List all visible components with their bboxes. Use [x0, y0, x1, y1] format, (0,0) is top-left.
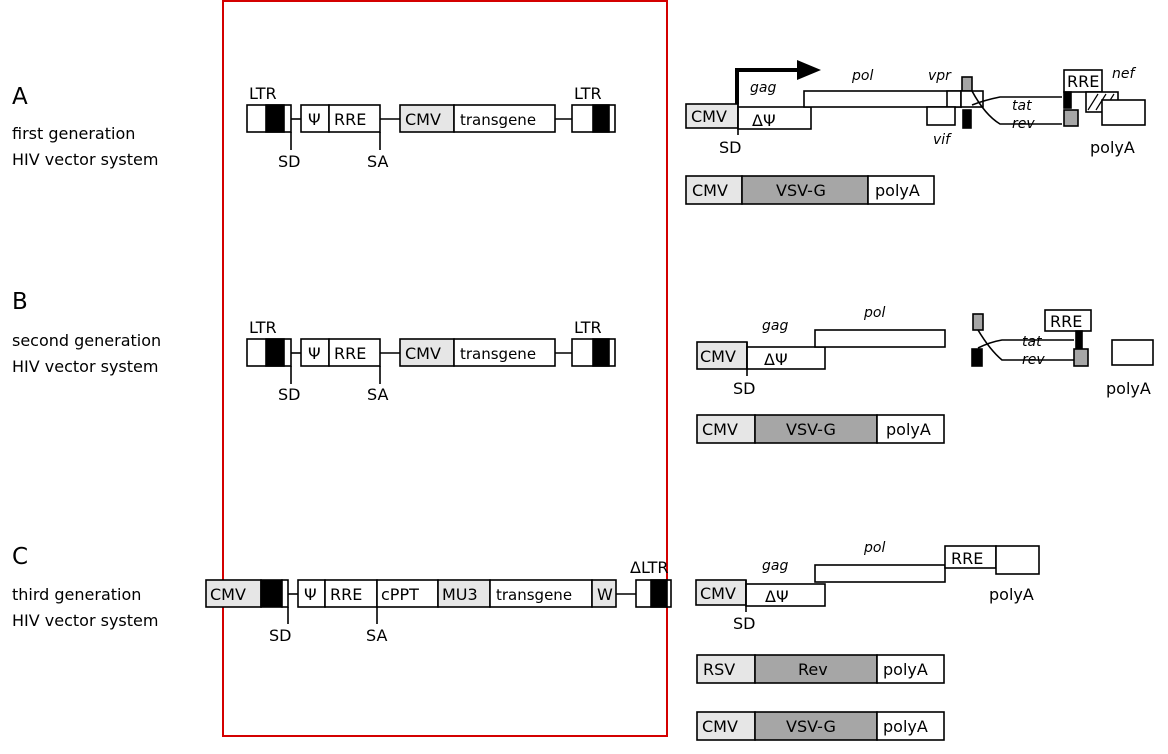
- svg-text:vif: vif: [933, 132, 952, 148]
- highlight-frame: [222, 0, 668, 737]
- svg-text:Ψ: Ψ: [304, 585, 317, 604]
- svg-text:LTR: LTR: [574, 84, 602, 103]
- C-transfer-vector: CMV Ψ RRE cPPT MU3 transgene W ΔLTR SD S…: [205, 558, 672, 645]
- svg-text:transgene: transgene: [460, 345, 536, 363]
- svg-text:pol: pol: [863, 305, 885, 321]
- svg-text:ΔΨ: ΔΨ: [752, 111, 776, 130]
- svg-text:LTR: LTR: [574, 318, 602, 337]
- svg-text:VSV-G: VSV-G: [786, 420, 836, 439]
- label-C-line1: third generation: [12, 585, 141, 604]
- svg-text:CMV: CMV: [405, 110, 441, 129]
- svg-text:polyA: polyA: [1090, 138, 1135, 157]
- B-packaging-construct: CMV ΔΨ SD gag pol tat rev RRE polyA: [696, 305, 1154, 398]
- svg-text:tat: tat: [1012, 98, 1032, 114]
- C-packaging-construct: CMV ΔΨ SD gag pol RRE polyA: [695, 540, 1040, 633]
- svg-text:SD: SD: [278, 152, 300, 171]
- svg-text:SD: SD: [733, 614, 755, 633]
- svg-text:CMV: CMV: [405, 344, 441, 363]
- svg-text:RSV: RSV: [703, 660, 735, 679]
- svg-text:CMV: CMV: [692, 181, 728, 200]
- svg-text:Ψ: Ψ: [308, 344, 321, 363]
- svg-text:SD: SD: [733, 379, 755, 398]
- A-envelope-construct: CMV VSV-G polyA: [685, 175, 935, 205]
- svg-text:SD: SD: [719, 138, 741, 157]
- label-B: B: [12, 289, 28, 315]
- svg-text:Ψ: Ψ: [308, 110, 321, 129]
- svg-text:gag: gag: [762, 558, 788, 574]
- svg-text:polyA: polyA: [1106, 379, 1151, 398]
- svg-text:ΔΨ: ΔΨ: [764, 350, 788, 369]
- svg-text:SA: SA: [367, 152, 388, 171]
- B-transfer-vector: LTR Ψ RRE CMV transgene LTR SD SA: [246, 318, 616, 404]
- svg-text:pol: pol: [851, 68, 873, 84]
- svg-text:CMV: CMV: [702, 420, 738, 439]
- C-envelope-construct: CMV VSV-G polyA: [696, 711, 945, 741]
- svg-text:MU3: MU3: [442, 585, 478, 604]
- svg-text:RRE: RRE: [1067, 72, 1099, 91]
- svg-text:SA: SA: [366, 626, 387, 645]
- svg-text:ΔLTR: ΔLTR: [630, 558, 669, 577]
- svg-text:SD: SD: [278, 385, 300, 404]
- svg-text:polyA: polyA: [886, 420, 931, 439]
- svg-text:vpr: vpr: [928, 68, 952, 84]
- svg-text:polyA: polyA: [883, 660, 928, 679]
- label-A: A: [12, 84, 28, 110]
- label-B-line1: second generation: [12, 331, 161, 350]
- svg-text:rev: rev: [1022, 352, 1045, 368]
- label-A-line2: HIV vector system: [12, 150, 158, 169]
- svg-text:LTR: LTR: [249, 318, 277, 337]
- label-B-line2: HIV vector system: [12, 357, 158, 376]
- C-rev-construct: RSV Rev polyA: [696, 654, 945, 684]
- svg-text:polyA: polyA: [883, 717, 928, 736]
- svg-text:cPPT: cPPT: [381, 585, 419, 604]
- B-envelope-construct: CMV VSV-G polyA: [696, 414, 945, 444]
- svg-text:CMV: CMV: [700, 347, 736, 366]
- svg-text:CMV: CMV: [700, 584, 736, 603]
- svg-text:rev: rev: [1012, 116, 1035, 132]
- svg-text:polyA: polyA: [875, 181, 920, 200]
- svg-text:LTR: LTR: [249, 84, 277, 103]
- svg-text:W: W: [597, 585, 613, 604]
- svg-text:RRE: RRE: [1050, 312, 1082, 331]
- svg-text:CMV: CMV: [691, 107, 727, 126]
- svg-text:polyA: polyA: [989, 585, 1034, 604]
- svg-text:SD: SD: [269, 626, 291, 645]
- svg-text:transgene: transgene: [496, 586, 572, 604]
- svg-text:CMV: CMV: [702, 717, 738, 736]
- svg-text:VSV-G: VSV-G: [786, 717, 836, 736]
- svg-text:SA: SA: [367, 385, 388, 404]
- svg-text:pol: pol: [863, 540, 885, 556]
- svg-text:RRE: RRE: [334, 110, 366, 129]
- svg-text:transgene: transgene: [460, 111, 536, 129]
- svg-text:Rev: Rev: [798, 660, 828, 679]
- svg-text:ΔΨ: ΔΨ: [765, 587, 789, 606]
- svg-text:RRE: RRE: [951, 549, 983, 568]
- svg-text:gag: gag: [762, 318, 788, 334]
- A-packaging-construct: CMV ΔΨ SD gag pol vpr vif tat rev RRE ne…: [685, 60, 1146, 157]
- label-A-line1: first generation: [12, 124, 135, 143]
- A-transfer-vector: LTR Ψ RRE CMV transgene LTR SD SA: [246, 84, 616, 171]
- svg-text:nef: nef: [1112, 66, 1136, 82]
- label-C: C: [12, 544, 28, 570]
- svg-text:RRE: RRE: [330, 585, 362, 604]
- svg-text:tat: tat: [1022, 334, 1042, 350]
- svg-text:CMV: CMV: [210, 585, 246, 604]
- svg-text:VSV-G: VSV-G: [776, 181, 826, 200]
- svg-text:gag: gag: [750, 80, 776, 96]
- svg-text:RRE: RRE: [334, 344, 366, 363]
- label-C-line2: HIV vector system: [12, 611, 158, 630]
